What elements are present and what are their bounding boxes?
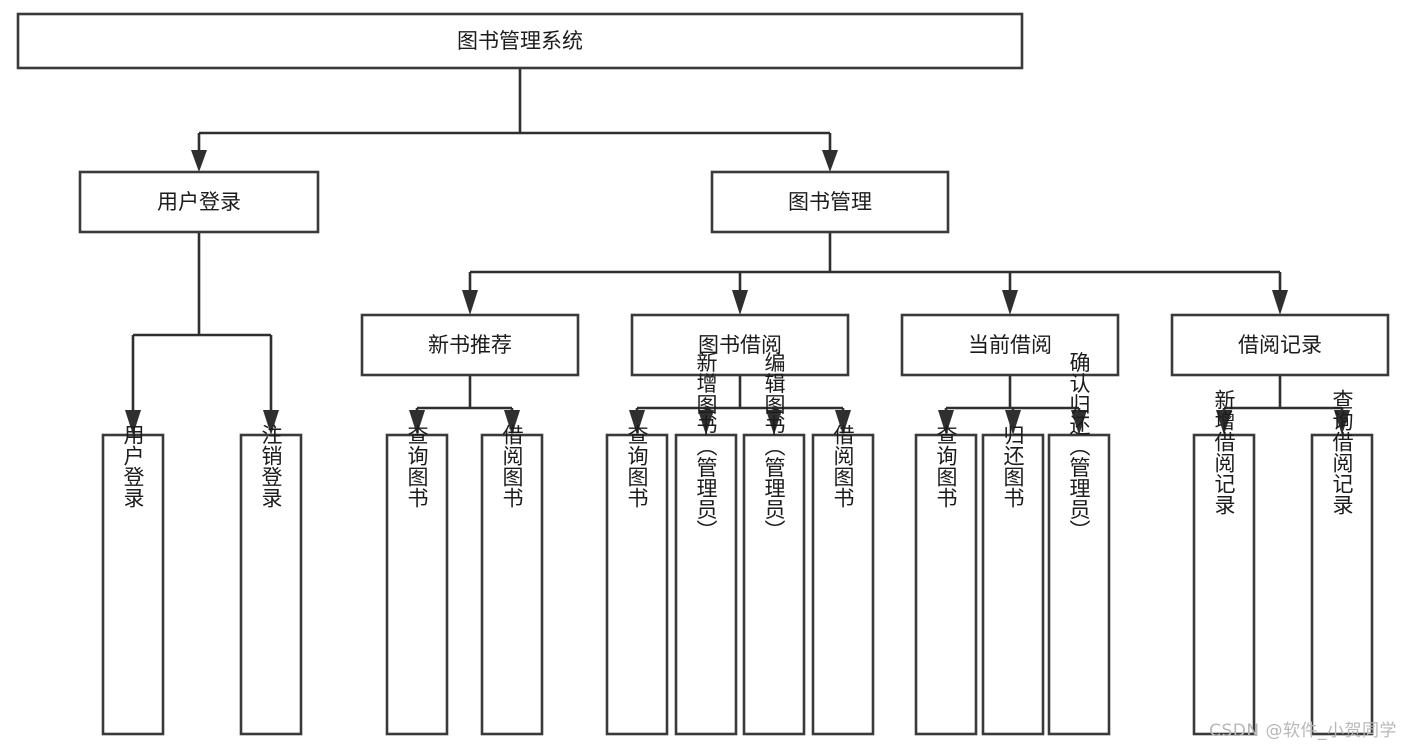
arrow-head-leaf-return-book [1005, 410, 1021, 435]
user-login-box[interactable] [78, 170, 320, 234]
new-book-recommend-box[interactable] [360, 313, 580, 377]
leaf-node-query-record[interactable]: 查询借阅记录 [1310, 389, 1374, 736]
arrow-head-leaf-query-book-3 [938, 410, 954, 435]
arrow-head-current-borrow [1002, 290, 1018, 315]
leaf-node-return-book[interactable]: 归还图书 [981, 424, 1045, 736]
book-manage-label: 图书管理 [788, 190, 872, 214]
leaf-query-book-3-box[interactable] [914, 433, 978, 736]
leaf-return-book-label: 归还图书 [1001, 424, 1025, 508]
leaf-return-book-box[interactable] [981, 433, 1045, 736]
arrow-head-leaf-query-book-2 [629, 410, 645, 435]
arrow-head-leaf-query-record [1334, 410, 1350, 435]
leaf-add-record-label: 新增借阅记录 [1212, 389, 1236, 515]
leaf-query-record-box[interactable] [1310, 433, 1374, 736]
leaf-node-confirm-return[interactable]: 确认归还（管理员） [1047, 352, 1111, 736]
arrow-head-leaf-confirm-return [1071, 410, 1087, 435]
leaf-edit-book-label: 编辑图书（管理员） [762, 352, 786, 541]
leaf-confirm-return-label: 确认归还（管理员） [1067, 352, 1091, 541]
node-new-book-recommend[interactable]: 新书推荐 [360, 313, 580, 377]
leaf-node-query-book-recommend[interactable]: 查询图书 [385, 424, 449, 736]
leaf-user-login-label: 用户登录 [121, 424, 145, 508]
current-borrow-box[interactable] [900, 313, 1120, 377]
book-manage-box[interactable] [710, 170, 950, 234]
leaf-borrow-book-2-box[interactable] [811, 433, 875, 736]
node-book-borrow[interactable]: 图书借阅 [630, 313, 850, 377]
leaf-node-user-login[interactable]: 用户登录 [101, 424, 165, 736]
leaf-query-book-1-label: 查询图书 [405, 424, 429, 508]
arrow-head-leaf-query-book-1 [409, 410, 425, 435]
arrow-head-leaf-user-login [125, 410, 141, 435]
node-book-manage[interactable]: 图书管理 [710, 170, 950, 234]
arrow-head-leaf-add-book [698, 410, 714, 435]
book-borrow-label: 图书借阅 [698, 333, 782, 357]
node-current-borrow[interactable]: 当前借阅 [900, 313, 1120, 377]
leaf-query-book-2-box[interactable] [605, 433, 669, 736]
arrow-head-leaf-edit-book [766, 410, 782, 435]
arrow-head-leaf-add-record [1216, 410, 1232, 435]
borrow-record-label: 借阅记录 [1238, 333, 1322, 357]
root-label: 图书管理系统 [457, 29, 583, 53]
leaf-borrow-book-1-box[interactable] [480, 433, 544, 736]
user-login-label: 用户登录 [157, 190, 241, 214]
arrow-head-book-manage [822, 150, 838, 172]
leaf-node-add-record[interactable]: 新增借阅记录 [1192, 389, 1256, 736]
arrow-head-new-book [462, 290, 478, 315]
arrow-head-leaf-borrow-book-1 [504, 410, 520, 435]
book-borrow-box[interactable] [630, 313, 850, 377]
leaf-logout-label: 注销登录 [259, 424, 283, 508]
leaf-query-book-3-label: 查询图书 [934, 424, 958, 508]
arrow-head-leaf-borrow-book-2 [835, 410, 851, 435]
node-user-login[interactable]: 用户登录 [78, 170, 320, 234]
leaf-node-borrow-book-recommend[interactable]: 借阅图书 [480, 424, 544, 736]
node-root[interactable]: 图书管理系统 [16, 12, 1024, 70]
leaf-query-book-1-box[interactable] [385, 433, 449, 736]
leaf-add-record-box[interactable] [1192, 433, 1256, 736]
leaf-node-borrow-book[interactable]: 借阅图书 [811, 424, 875, 736]
leaf-logout-box[interactable] [239, 433, 303, 736]
leaf-node-query-book-current[interactable]: 查询图书 [914, 424, 978, 736]
leaf-confirm-return-box[interactable] [1047, 433, 1111, 736]
leaf-node-logout[interactable]: 注销登录 [239, 424, 303, 736]
leaf-node-query-book-borrow[interactable]: 查询图书 [605, 424, 669, 736]
leaf-node-add-book[interactable]: 新增图书（管理员） [674, 352, 738, 736]
arrow-head-user-login [191, 150, 207, 172]
leaf-node-edit-book[interactable]: 编辑图书（管理员） [742, 352, 806, 736]
leaf-query-record-label: 查询借阅记录 [1330, 389, 1354, 515]
leaf-query-book-2-label: 查询图书 [625, 424, 649, 508]
leaf-add-book-label: 新增图书（管理员） [694, 352, 718, 541]
current-borrow-label: 当前借阅 [968, 333, 1052, 357]
leaf-borrow-book-2-label: 借阅图书 [831, 424, 855, 508]
node-borrow-record[interactable]: 借阅记录 [1170, 313, 1390, 377]
root-box[interactable] [16, 12, 1024, 70]
borrow-record-box[interactable] [1170, 313, 1390, 377]
arrow-head-book-borrow [732, 290, 748, 315]
leaf-borrow-book-1-label: 借阅图书 [500, 424, 524, 508]
connector-layer [125, 68, 1350, 435]
arrow-head-leaf-logout [263, 410, 279, 435]
arrow-head-borrow-record [1272, 290, 1288, 315]
leaf-user-login-box[interactable] [101, 433, 165, 736]
watermark-text: CSDN @软件_小贺同学 [1209, 721, 1397, 741]
new-book-recommend-label: 新书推荐 [428, 333, 512, 357]
leaf-add-book-box[interactable] [674, 433, 738, 736]
leaf-edit-book-box[interactable] [742, 433, 806, 736]
